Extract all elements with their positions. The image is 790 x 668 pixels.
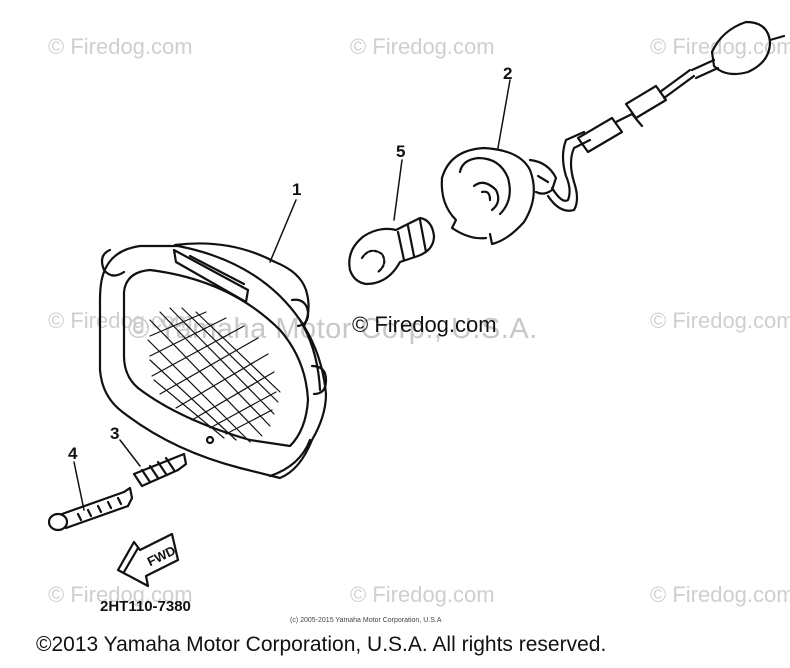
callout-1: 1 [292,180,302,199]
bulb-socket [440,146,558,246]
spring [132,452,188,488]
watermark-text: © Firedog.com [350,582,495,607]
leader-lines [73,79,511,511]
watermark-text: © Firedog.com [350,34,495,59]
diagram-code: 2HT110-7380 [100,598,191,615]
callout-3: 3 [110,424,120,443]
footer-copyright: ©2013 Yamaha Motor Corporation, U.S.A. A… [36,633,607,656]
watermark-text: © Firedog.com [48,582,193,607]
bulb [348,216,436,286]
watermark-text: © Firedog.com [650,582,790,607]
callout-5: 5 [396,142,406,161]
callout-2: 2 [503,64,513,83]
fwd-label: FWD [145,543,178,569]
firedog-watermark: © Firedog.com [352,312,497,337]
watermark-text: © Firedog.com [48,34,193,59]
socket-wire [546,20,786,212]
small-copyright-text: (c) 2005-2015 Yamaha Motor Corporation, … [290,617,442,624]
yamaha-watermark-text: © Yamaha Motor Corp., U.S.A. [128,313,538,345]
screw [47,486,134,532]
callout-4: 4 [68,444,78,463]
lens-pattern [147,307,281,443]
headlight-unit [98,242,328,480]
watermark-text: © Firedog.com [650,308,790,333]
fwd-arrow-icon [116,532,180,588]
